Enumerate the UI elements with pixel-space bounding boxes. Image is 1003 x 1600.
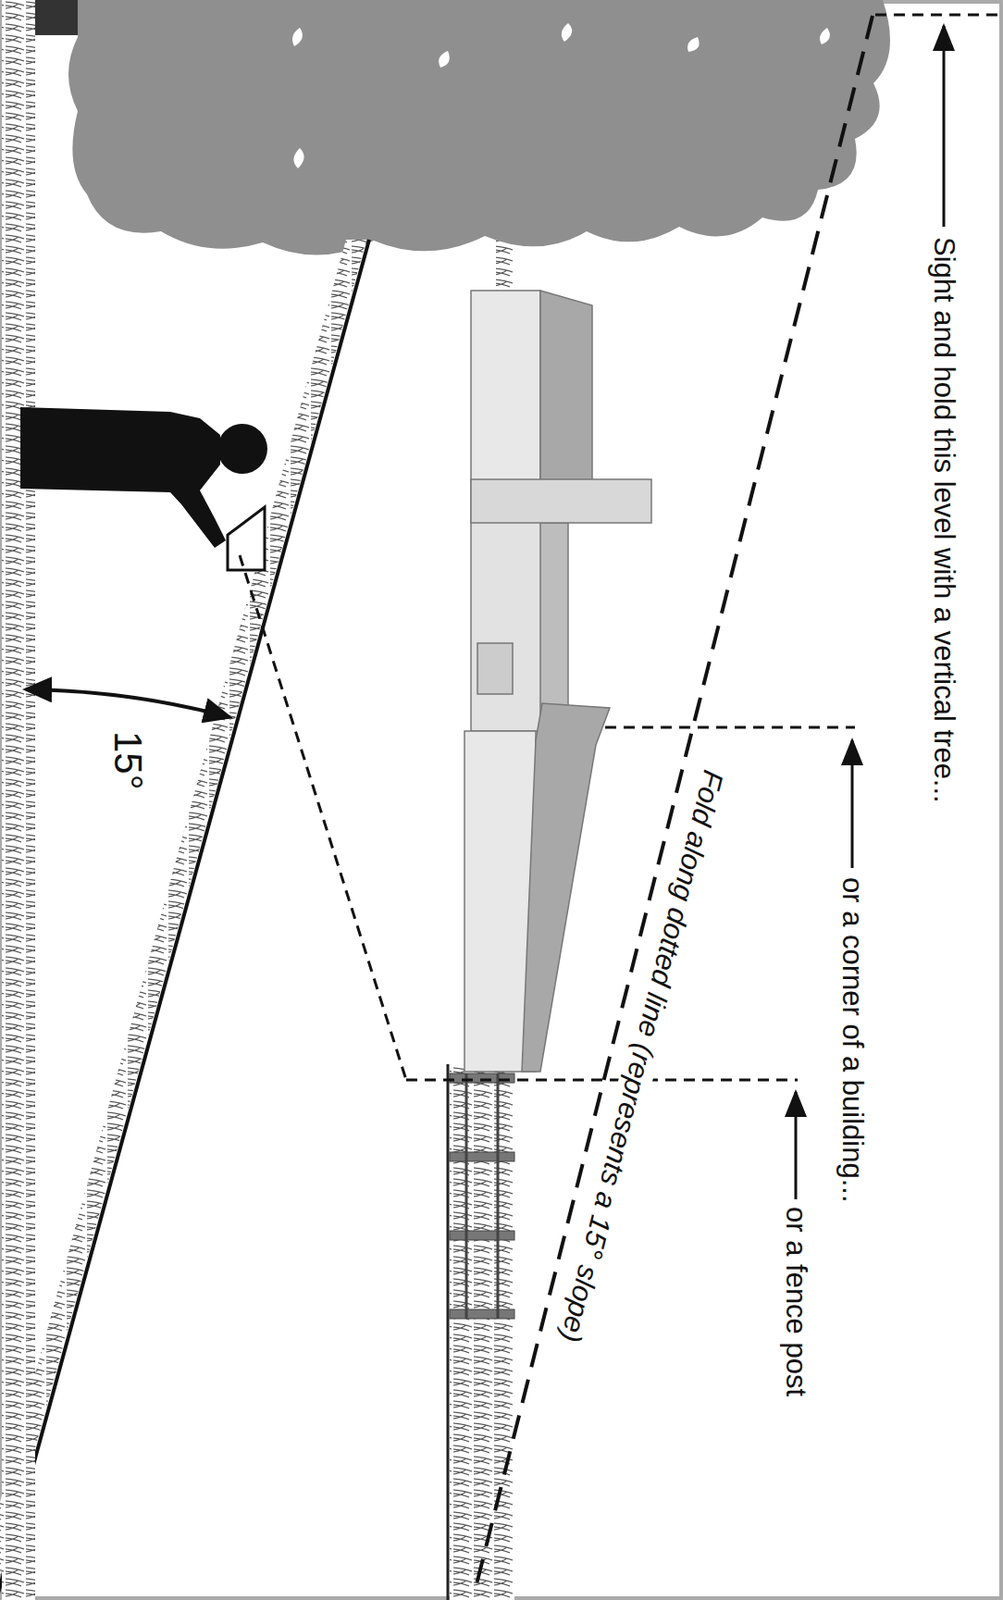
fold-line <box>474 15 873 1592</box>
sight-lines <box>239 14 998 1080</box>
foliage-gaps <box>292 23 830 169</box>
tree-foliage <box>68 0 891 256</box>
angle-arc <box>25 689 230 718</box>
fence <box>449 1073 515 1319</box>
angle-label: 15° <box>105 730 150 791</box>
ground-line <box>446 1064 450 1600</box>
building <box>464 290 652 1072</box>
instruction-label: Sight and hold this level with a vertica… <box>927 236 961 804</box>
person <box>20 407 268 548</box>
instruction-label: or a fence post <box>779 1206 813 1397</box>
pointer-arrows <box>795 25 944 1200</box>
slope-line <box>0 239 370 1600</box>
instruction-label: or a corner of a building... <box>835 877 869 1203</box>
ground-grass <box>1 0 36 1600</box>
paper-level <box>227 507 265 570</box>
grass <box>449 1064 515 1600</box>
